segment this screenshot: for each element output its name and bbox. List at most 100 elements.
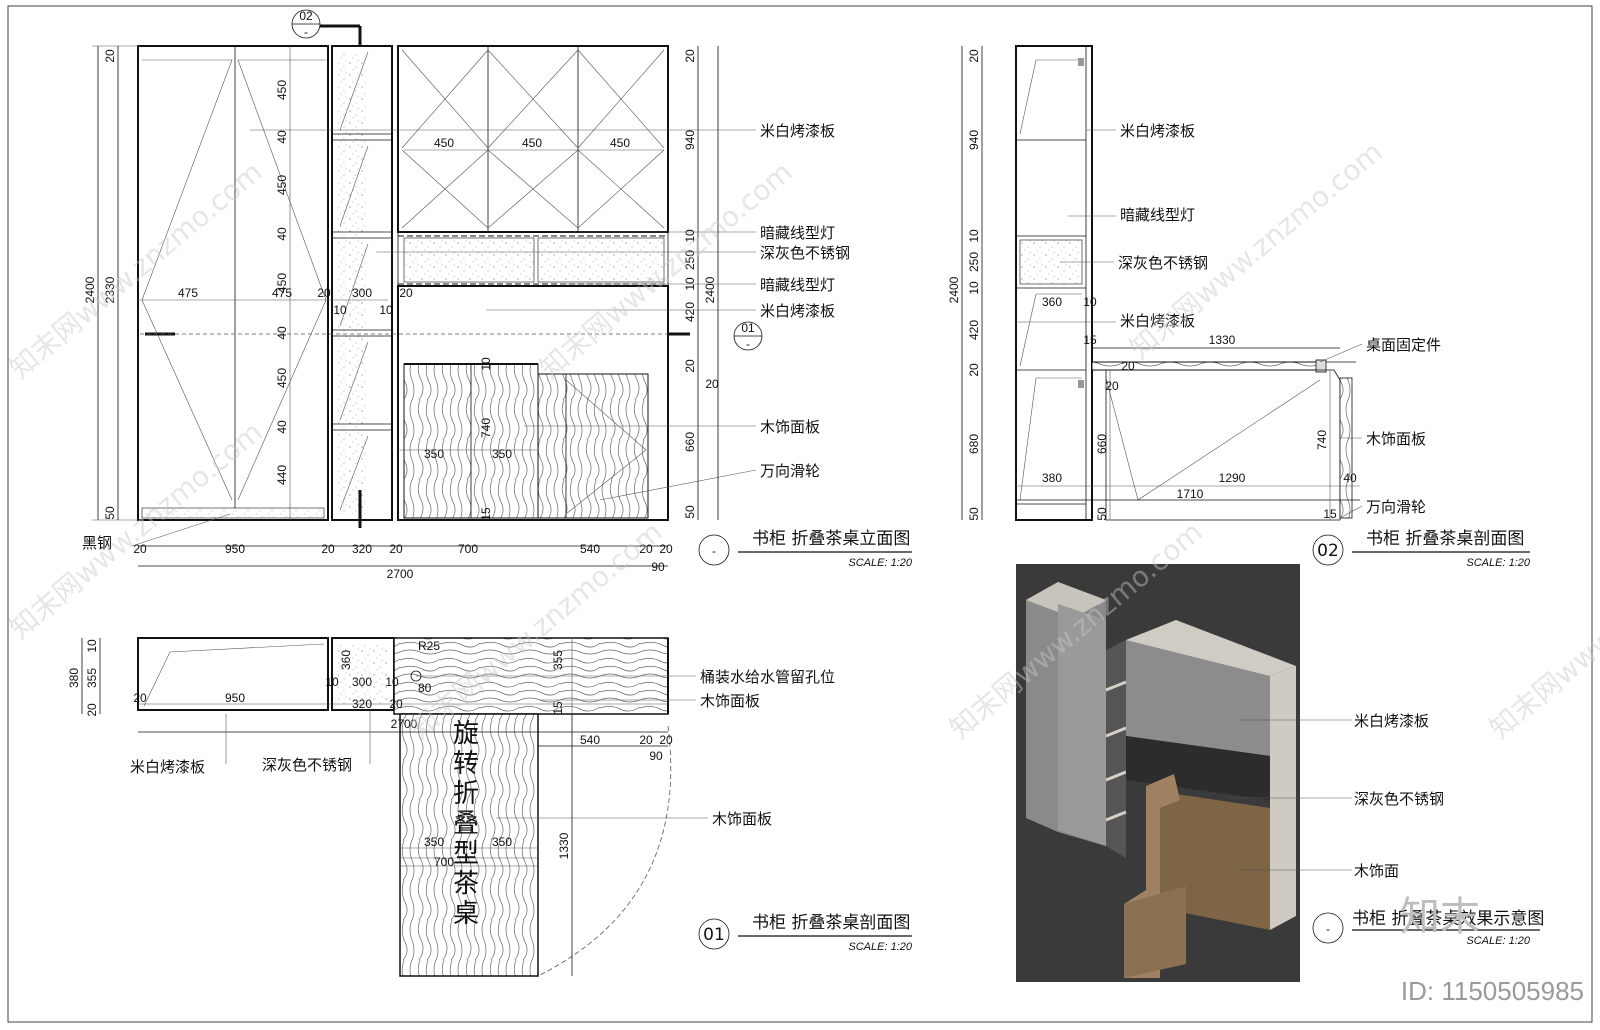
dim-text: 700 [434,855,454,869]
dim-text: 380 [1042,471,1062,485]
dim-text: 540 [580,733,600,747]
watermark: 知末网www.znzmo.com [3,155,268,385]
label-lacquer: 米白烤漆板 [1354,712,1429,730]
title-marker: 01 [703,925,725,945]
dim-text: 2700 [387,567,414,581]
dim-text: 20 [133,691,147,705]
dim-text: 740 [479,418,493,438]
dim-text: 250 [967,252,981,272]
dim-text: 40 [275,326,289,340]
dim-text: 420 [683,302,697,322]
dim-text: 20 [967,363,981,377]
dim-text: 440 [275,465,289,485]
label-lacquer: 米白烤漆板 [760,122,835,140]
dim-text: 20 [389,542,403,556]
label-caster: 万向滑轮 [760,462,820,480]
tall-cabinet-plinth [141,507,325,519]
render-shelf [1106,640,1126,858]
label-fixer: 桌面固定件 [1366,336,1441,354]
section-cabinet [1015,45,1093,521]
label-steel: 深灰色不锈钢 [1118,254,1208,272]
label-wood-panel: 木饰面板 [712,810,772,828]
drawing-title: 书柜 折叠茶桌效果示意图 [1352,909,1544,929]
watermark: 知末网www.znzmo.com [1483,515,1600,745]
rotate-char: 叠 [453,809,479,839]
label-hidden-light: 暗藏线型灯 [760,276,835,294]
dim-text: 1330 [557,832,571,859]
drawing-title: 书柜 折叠茶桌剖面图 [752,913,910,933]
section-marker-02-top: 02 - [291,9,360,39]
label-wood-panel: 木饰面板 [1366,430,1426,448]
dim-text: 40 [275,227,289,241]
dim-text: 680 [967,434,981,454]
dim-text: 450 [275,273,289,293]
rotate-char: 型 [453,839,479,869]
dim-text: 350 [492,447,512,461]
dim-text: 10 [333,303,347,317]
label-steel: 深灰色不锈钢 [262,756,352,774]
label-wood: 木饰面 [1354,862,1399,880]
dim-text: 940 [683,130,697,150]
elevation-dimensions [92,45,719,567]
dim-text: 300 [352,675,372,689]
label-wood-panel: 木饰面板 [760,418,820,436]
title-block-render: - 书柜 折叠茶桌效果示意图 SCALE: 1:20 [1312,909,1544,947]
dim-text: 740 [1315,430,1329,450]
marker-sheet: - [304,25,308,39]
dim-text: 10 [379,303,393,317]
image-id: ID: 1150505985 [1401,976,1584,1006]
elevation-drawing [137,26,690,528]
rotate-char: 折 [453,779,479,809]
dim-text: 360 [1042,295,1062,309]
dim-text: 2400 [83,276,97,303]
section-02-dimensions [961,46,1360,520]
dim-text: 20 [1121,359,1135,373]
dim-text: 20 [389,697,403,711]
dim-text: 15 [551,701,565,715]
label-wood-panel: 木饰面板 [700,692,760,710]
tall-cabinet [137,45,329,521]
rotate-table-label: 旋 转 折 叠 型 茶 桌 [453,719,479,929]
section-marker-01-right: 01 - [733,321,763,351]
rotate-char: 茶 [453,869,479,899]
dim-text: 2400 [947,276,961,303]
title-block-elevation: - 书柜 折叠茶桌立面图 SCALE: 1:20 [698,529,913,569]
marker-sheet: - [746,337,750,351]
dim-text: 20 [399,286,413,300]
dim-text: 350 [492,835,512,849]
section-01-leaders [225,675,708,819]
elevation-dim-text: 2400 2330 20 450 40 450 40 450 40 450 40… [83,49,719,581]
dim-text: 450 [610,136,630,150]
open-shelf-column [331,45,393,521]
section-01-drawing [137,637,672,977]
dim-text: 1330 [1209,333,1236,347]
dim-text: 20 [103,49,117,63]
section-02-dim-text: 2400 20 940 10 250 10 420 20 680 50 360 … [947,49,1357,521]
dim-text: 450 [434,136,454,150]
dim-text: 20 [683,359,697,373]
dim-text: 20 [659,733,673,747]
dim-text: 660 [683,432,697,452]
dim-text: 50 [103,506,117,520]
dim-text: 50 [967,507,981,521]
dim-text: 90 [651,560,665,574]
dim-text: 1290 [1219,471,1246,485]
dim-text: 355 [551,650,565,670]
dim-text: 20 [317,286,331,300]
dim-text: 10 [1083,295,1097,309]
dim-text: 20 [133,542,147,556]
dim-text: 20 [639,542,653,556]
dim-text: 20 [1105,379,1119,393]
dim-text: 360 [339,650,353,670]
section-01-dimensions [81,638,668,976]
elevation-labels: 米白烤漆板 暗藏线型灯 深灰色不锈钢 暗藏线型灯 米白烤漆板 木饰面板 万向滑轮… [82,122,850,552]
dim-text: 15 [1323,507,1337,521]
watermark: 知末网www.znzmo.com [3,415,268,645]
title-marker: - [1326,922,1330,936]
dim-text: 20 [639,733,653,747]
dim-text: 250 [683,250,697,270]
label-lacquer: 米白烤漆板 [130,758,205,776]
dim-text: 660 [1095,434,1109,454]
scale-text: SCALE: 1:20 [1466,935,1530,947]
section-02-labels: 米白烤漆板 暗藏线型灯 深灰色不锈钢 米白烤漆板 桌面固定件 木饰面板 万向滑轮 [1118,122,1441,516]
